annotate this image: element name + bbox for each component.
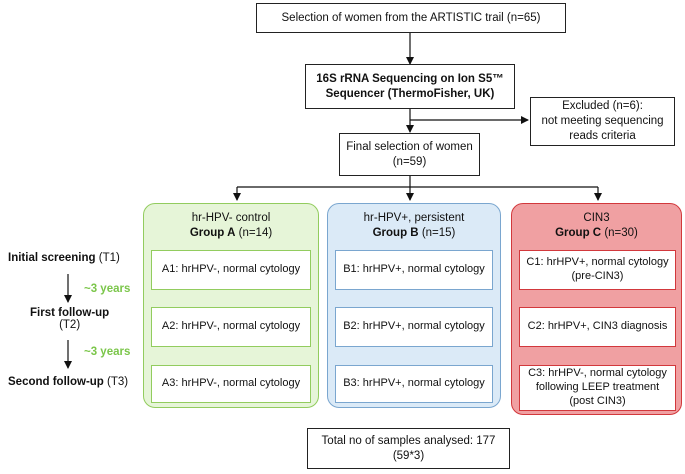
- excluded-line3: reads criteria: [569, 129, 636, 142]
- timeline-t2-label: First follow-up: [30, 307, 110, 319]
- group-b-box-3-text: B3: hrHPV+, normal cytology: [343, 377, 485, 390]
- group-c-title: CIN3: [583, 212, 610, 224]
- excluded-box: Excluded (n=6): not meeting sequencing r…: [530, 97, 675, 146]
- group-c-panel: CIN3 Group C (n=30) C1: hrHPV+, normal c…: [511, 203, 682, 415]
- group-a-count: (n=14): [238, 226, 273, 239]
- timeline-t1-code: (T1): [98, 252, 120, 264]
- timeline-t3-label: Second follow-up: [8, 376, 104, 388]
- group-b-box-2: B2: hrHPV+, normal cytology: [335, 307, 493, 347]
- group-b-box-1: B1: hrHPV+, normal cytology: [335, 250, 493, 290]
- group-c-box-3: C3: hrHPV-, normal cytology following LE…: [519, 365, 676, 411]
- final-selection-box: Final selection of women (n=59): [339, 133, 480, 176]
- group-a-box-3-text: A3: hrHPV-, normal cytology: [161, 377, 301, 390]
- group-c-label: Group C: [555, 226, 602, 239]
- group-c-box-1: C1: hrHPV+, normal cytology (pre-CIN3): [519, 250, 676, 290]
- timeline-gap-1: ~3 years: [84, 283, 131, 295]
- final-line2: (n=59): [392, 155, 427, 168]
- group-a-panel: hr-HPV- control Group A (n=14) A1: hrHPV…: [143, 203, 319, 408]
- timeline-t1-label: Initial screening: [8, 252, 96, 264]
- selection-text: Selection of women from the ARTISTIC tra…: [281, 11, 541, 24]
- group-b-title: hr-HPV+, persistent: [363, 212, 465, 224]
- total-line1: Total no of samples analysed: 177: [321, 434, 496, 447]
- group-b-header: hr-HPV+, persistent Group B (n=15): [328, 211, 500, 241]
- group-a-header: hr-HPV- control Group A (n=14): [144, 211, 318, 241]
- group-a-box-1-text: A1: hrHPV-, normal cytology: [161, 263, 301, 276]
- timeline-t3: Second follow-up (T3): [8, 376, 128, 388]
- group-c-box-2-text: C2: hrHPV+, CIN3 diagnosis: [527, 320, 668, 333]
- group-b-label: Group B: [372, 226, 419, 239]
- total-line2: (59*3): [392, 449, 425, 462]
- group-c-header: CIN3 Group C (n=30): [512, 211, 681, 241]
- sequencing-line2: Sequencer (ThermoFisher, UK): [325, 87, 495, 100]
- sequencing-box: 16S rRNA Sequencing on Ion S5™ Sequencer…: [305, 64, 515, 109]
- timeline-t2: First follow-up (T2): [30, 307, 109, 331]
- timeline-t2-code: (T2): [59, 319, 81, 331]
- total-samples-box: Total no of samples analysed: 177 (59*3): [307, 428, 510, 469]
- group-b-box-2-text: B2: hrHPV+, normal cytology: [343, 320, 485, 333]
- timeline-t3-code: (T3): [107, 376, 129, 388]
- group-b-count: (n=15): [421, 226, 456, 239]
- group-c-count: (n=30): [604, 226, 638, 239]
- group-b-panel: hr-HPV+, persistent Group B (n=15) B1: h…: [327, 203, 501, 408]
- group-b-box-1-text: B1: hrHPV+, normal cytology: [343, 263, 485, 276]
- group-c-box-3-text: C3: hrHPV-, normal cytology following LE…: [528, 367, 667, 407]
- selection-box: Selection of women from the ARTISTIC tra…: [256, 3, 566, 33]
- sequencing-line1: 16S rRNA Sequencing on Ion S5™: [316, 72, 504, 85]
- timeline-gap-2: ~3 years: [84, 346, 131, 358]
- group-b-box-3: B3: hrHPV+, normal cytology: [335, 365, 493, 403]
- timeline-t1: Initial screening (T1): [8, 252, 120, 264]
- group-c-box-1-text: C1: hrHPV+, normal cytology (pre-CIN3): [526, 256, 669, 282]
- excluded-line2: not meeting sequencing: [541, 115, 664, 128]
- group-a-label: Group A: [189, 226, 236, 239]
- final-line1: Final selection of women: [346, 140, 473, 153]
- group-a-box-2-text: A2: hrHPV-, normal cytology: [161, 320, 301, 333]
- group-a-box-2: A2: hrHPV-, normal cytology: [151, 307, 311, 347]
- group-c-box-2: C2: hrHPV+, CIN3 diagnosis: [519, 307, 676, 347]
- group-a-title: hr-HPV- control: [191, 212, 271, 224]
- group-a-box-1: A1: hrHPV-, normal cytology: [151, 250, 311, 290]
- group-a-box-3: A3: hrHPV-, normal cytology: [151, 365, 311, 403]
- excluded-line1: Excluded (n=6):: [562, 100, 643, 113]
